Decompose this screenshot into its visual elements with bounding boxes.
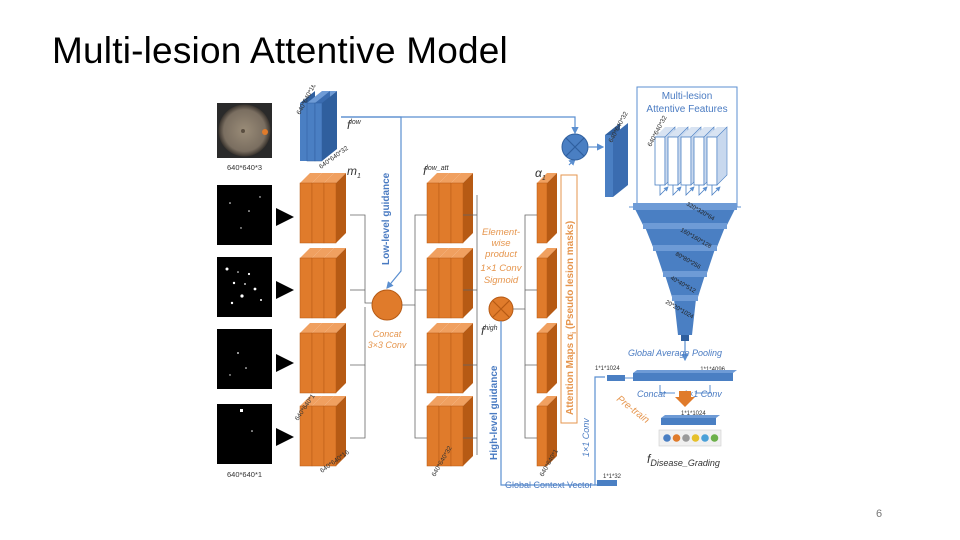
label-conv1x1-sigmoid-1: 1×1 Conv [481,263,523,274]
vector-4096 [633,370,737,381]
dim-gcv: 1*1*32 [603,474,622,480]
element-product-node [488,296,514,322]
multi-lesion-feature-stack [654,126,728,196]
label-f-disease: fDisease_Grading [647,452,720,468]
attention-feature-block-2 [426,248,473,319]
grading-dot-4 [691,434,700,442]
vector-out [661,415,720,425]
attention-feature-block-4 [426,396,473,467]
label-f-low-att: flow_att [423,164,450,178]
label-m1: m1 [347,164,361,180]
lesion-feature-map-5 [706,126,728,196]
label-conv1x1: 1×1 Conv [683,389,722,399]
input-arrows [276,208,294,446]
grading-dot-2 [672,434,681,442]
label-concat: Concat [637,389,666,399]
attention-feature-block-3 [426,323,473,394]
encoder-block-2 [299,248,346,319]
label-element-wise-3: product [484,249,517,260]
attention-map-block-2 [536,248,557,319]
conv-output-arrow [675,391,695,407]
grading-dot-3 [682,434,690,442]
context-vector-path [594,376,617,486]
encoder-block-1 [299,173,346,244]
grading-dots [663,434,719,442]
label-multi-lesion-1: Multi-lesion [662,91,713,102]
label-vertical-conv: 1×1 Conv [581,418,591,457]
grading-dot-6 [710,434,719,442]
dim-vec-out: 1*1*1024 [681,411,706,417]
label-f-low: flow [347,118,362,132]
grading-box [658,429,722,447]
page-number: 6 [876,508,883,520]
concat-conv-arrows [659,385,711,394]
lesion-mask-2 [217,257,272,317]
encoder-block-4 [299,396,346,467]
lesion-mask-4 [217,404,272,464]
col2-col3-connections [463,195,537,455]
attention-map-block-3 [536,323,557,394]
grading-dot-5 [701,434,709,442]
feature-product-node [341,116,605,166]
slide-title: Multi-lesion Attentive Model [52,30,508,71]
high-level-guidance-path [500,321,595,486]
attention-maps-bracket [560,174,578,424]
label-global-avg-pooling: Global Average Pooling [628,348,722,358]
attention-feature-blocks [426,173,473,467]
backbone-funnel [629,203,741,341]
input-dim-bottom: 640*640*1 [227,470,262,479]
concat-node [371,289,403,321]
f-low-block [300,91,337,162]
network-diagram: 640*640*3 640*640*1 640*640*16 640*640*3… [217,85,741,490]
concat-connections [350,214,427,439]
grading-dot-1 [663,434,671,442]
attention-map-block-4 [536,396,557,467]
vector-1024 [607,375,633,381]
label-multi-lesion-2: Attentive Features [646,104,727,115]
label-attention-maps: Attention Maps αi (Pseudo lesion masks) [565,221,578,415]
attended-feature-block [605,123,628,197]
fundus-image [217,103,272,158]
encoder-block-3 [299,323,346,394]
encoder-blocks [299,173,346,467]
dim-vec-1024: 1*1*1024 [595,366,620,372]
label-element-wise-2: wise [491,238,510,249]
label-f-high: fhigh [481,324,498,338]
label-alpha1: α1 [535,166,546,182]
label-concat-conv-2: 3×3 Conv [368,340,407,350]
attention-map-block-1 [536,173,557,244]
label-conv1x1-sigmoid-2: Sigmoid [484,275,519,286]
label-concat-conv-1: Concat [373,329,402,339]
attention-map-blocks [536,173,557,467]
input-dim-top: 640*640*3 [227,163,262,172]
label-global-context-vector: Global Context Vector [505,480,593,490]
low-level-guidance-path [341,116,402,289]
label-low-level-guidance: Low-level guidance [381,172,392,265]
lesion-mask-1 [217,185,272,245]
label-element-wise-1: Element- [482,227,520,238]
lesion-mask-3 [217,329,272,389]
label-high-level-guidance: High-level guidance [489,365,500,460]
attention-feature-block-1 [426,173,473,244]
